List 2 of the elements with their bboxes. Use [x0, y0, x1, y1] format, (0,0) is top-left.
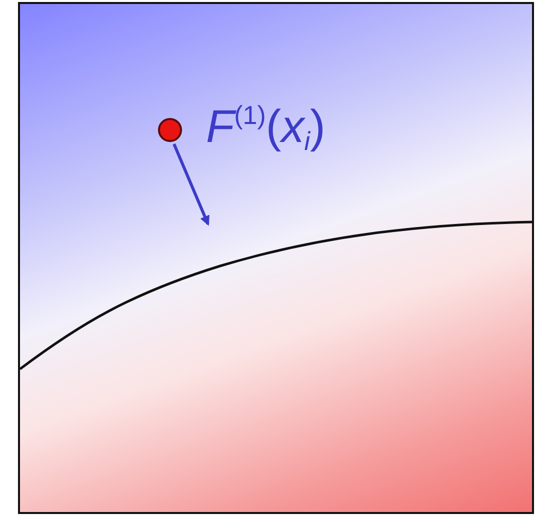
point-label: F$^{(1)}$(x$_{i}$): [206, 102, 326, 154]
data-point: [158, 118, 182, 142]
